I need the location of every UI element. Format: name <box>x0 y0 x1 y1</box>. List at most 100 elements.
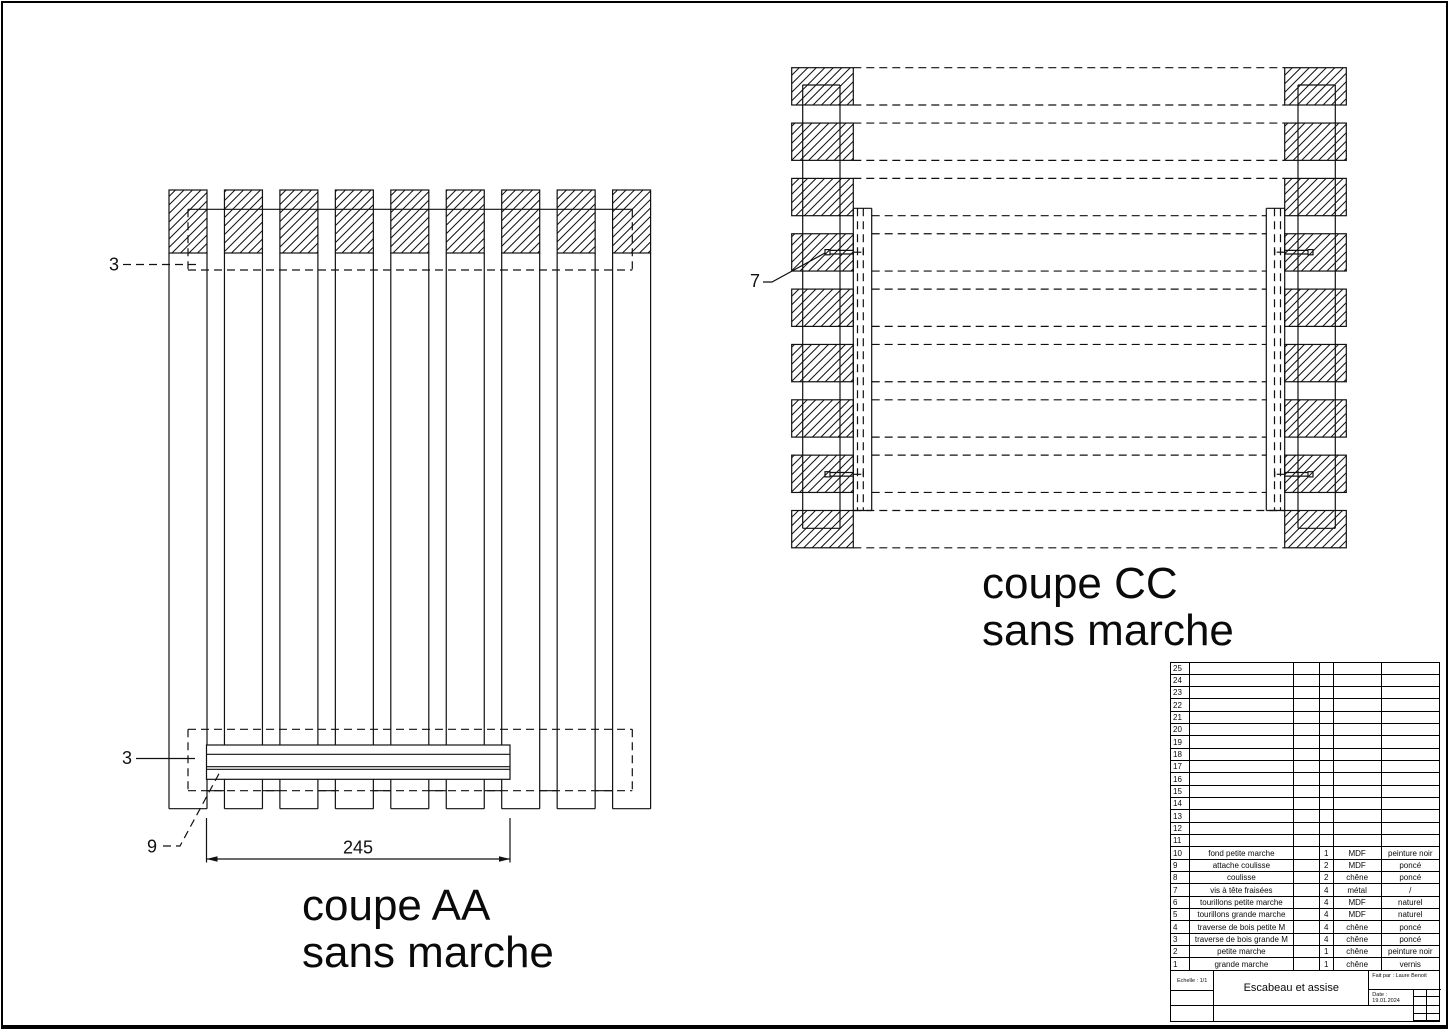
parts-table-cell: 14 <box>1171 798 1190 811</box>
parts-table-cell <box>1319 835 1334 848</box>
parts-table-cell <box>1293 773 1320 786</box>
slat-section-hatch-block <box>1284 233 1347 272</box>
parts-table-cell: 20 <box>1171 724 1190 737</box>
parts-table-cell: 2 <box>1319 859 1334 873</box>
slat-section-hatch-block <box>791 177 854 217</box>
slide-bar <box>205 744 511 780</box>
view-title-line: coupe CC <box>982 559 1178 608</box>
parts-table-cell: 4 <box>1171 921 1190 934</box>
parts-table-cell: peinture noir <box>1381 946 1440 959</box>
parts-table-cell <box>1333 810 1382 823</box>
parts-table-cell <box>1293 761 1320 774</box>
parts-table-cell <box>1189 748 1294 762</box>
parts-table-cell <box>1293 909 1320 922</box>
dimension-arrow <box>499 856 510 862</box>
traverse-section-hatch-block <box>611 189 652 254</box>
parts-table-row: 16 <box>1171 773 1440 786</box>
parts-table-cell <box>1319 687 1334 700</box>
parts-table-cell <box>1319 724 1334 737</box>
parts-table-cell: naturel <box>1381 909 1440 922</box>
parts-table-row: 19 <box>1171 736 1440 749</box>
screw-head <box>824 471 831 478</box>
parts-table-cell <box>1189 835 1294 848</box>
slat-section-hatch-block <box>791 509 854 549</box>
title-block-scale: Echelle : 1/1 <box>1171 970 1215 992</box>
ref-label-9: 9 <box>147 837 157 857</box>
dimension-arrow <box>206 856 218 862</box>
parts-table-cell <box>1333 835 1382 848</box>
parts-table-cell <box>1189 761 1294 774</box>
parts-table-cell <box>1319 736 1334 749</box>
parts-table-cell: chêne <box>1333 933 1382 947</box>
parts-table-cell <box>1293 785 1320 799</box>
parts-table-row: 20 <box>1171 724 1440 737</box>
parts-table-row: 22 <box>1171 699 1440 712</box>
slat-section-hatch-block <box>1284 67 1347 106</box>
parts-table-cell <box>1333 773 1382 786</box>
parts-table-cell: MDF <box>1333 859 1382 873</box>
parts-table-cell <box>1189 711 1294 725</box>
parts-table-cell <box>1293 711 1320 725</box>
parts-table-row: 23 <box>1171 687 1440 700</box>
parts-table-cell: 19 <box>1171 736 1190 749</box>
parts-table-cell <box>1293 859 1320 873</box>
view-title-line: sans marche <box>982 606 1234 655</box>
parts-table-cell <box>1333 674 1382 688</box>
screw-head <box>824 249 831 256</box>
parts-table-cell: chêne <box>1333 921 1382 934</box>
parts-table-cell: 2 <box>1171 946 1190 959</box>
parts-table-cell: 11 <box>1171 835 1190 848</box>
parts-table-cell <box>1293 736 1320 749</box>
dimension-value: 245 <box>343 838 373 858</box>
slat-section-hatch-block <box>791 399 854 438</box>
ref-label-9-leader <box>163 769 222 847</box>
parts-table-cell: poncé <box>1381 933 1440 947</box>
traverse-section-hatch-block <box>501 189 541 254</box>
slat-section-hatch-block <box>1284 343 1347 383</box>
parts-table-cell <box>1189 822 1294 836</box>
parts-table-cell <box>1381 687 1440 700</box>
parts-table-cell <box>1293 748 1320 762</box>
parts-table-cell <box>1189 810 1294 823</box>
parts-table-cell <box>1333 662 1382 675</box>
screw-head <box>1307 471 1314 478</box>
parts-table-cell: fond petite marche <box>1189 847 1294 860</box>
parts-table-row: 24 <box>1171 674 1440 688</box>
parts-table-cell: coulisse <box>1189 872 1294 885</box>
parts-table-cell <box>1319 711 1334 725</box>
parts-table-cell <box>1333 761 1382 774</box>
parts-table-row: 17 <box>1171 761 1440 774</box>
slat-section-hatch-block <box>791 67 854 106</box>
parts-table-cell <box>1333 822 1382 836</box>
parts-table-cell <box>1381 724 1440 737</box>
parts-table-cell <box>1333 687 1382 700</box>
parts-table-row: 13 <box>1171 810 1440 823</box>
parts-table-cell <box>1333 785 1382 799</box>
slat-section-hatch-block <box>1284 177 1347 217</box>
parts-table-cell <box>1189 785 1294 799</box>
parts-table-cell <box>1333 699 1382 712</box>
parts-table-cell: chêne <box>1333 872 1382 885</box>
parts-table-cell <box>1293 835 1320 848</box>
parts-table-cell <box>1293 674 1320 688</box>
view-title-line: sans marche <box>302 928 554 977</box>
parts-table-cell: / <box>1381 884 1440 897</box>
parts-table-cell: poncé <box>1381 872 1440 885</box>
parts-table-cell <box>1293 662 1320 675</box>
parts-table-cell <box>1381 785 1440 799</box>
parts-table-row: 12 <box>1171 822 1440 836</box>
parts-table-cell <box>1189 674 1294 688</box>
view-title-coupe-cc: coupe CC sans marche <box>982 560 1234 654</box>
parts-table-cell <box>1333 736 1382 749</box>
parts-table-cell <box>1381 773 1440 786</box>
parts-table-cell <box>1189 699 1294 712</box>
parts-table-cell: 21 <box>1171 711 1190 725</box>
parts-table-cell: vis à tête fraisées <box>1189 884 1294 897</box>
